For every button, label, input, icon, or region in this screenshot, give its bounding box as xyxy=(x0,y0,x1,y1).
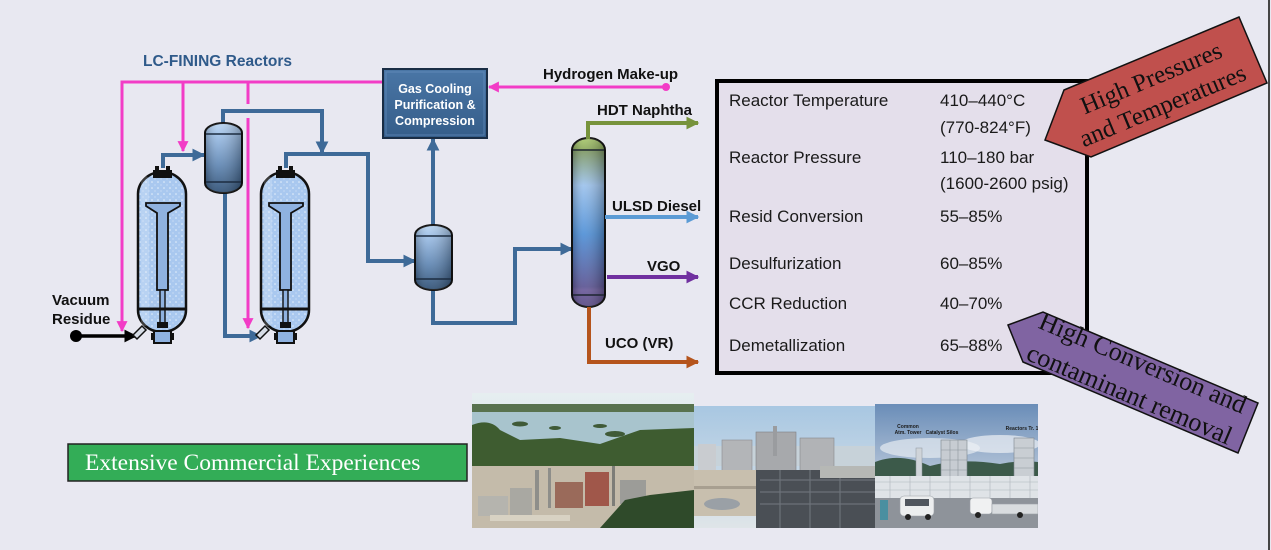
process-flow-diagram: LC-FINING Reactors Hydrogen Make-up Vacu… xyxy=(52,53,701,369)
photo-label-reactors: Reactors Tr. 1 xyxy=(1006,426,1039,432)
banner-text: Extensive Commercial Experiences xyxy=(85,450,420,476)
row-parameter: Reactor Pressure xyxy=(729,148,861,167)
fractionation-column xyxy=(571,137,606,308)
table-row: Desulfurization 60–85% xyxy=(729,254,1002,273)
row-parameter: Desulfurization xyxy=(729,254,841,273)
separator-2-liquid-line xyxy=(431,242,574,325)
plant-photo-3: Common Atm. Tower Catalyst Silos Reactor… xyxy=(875,404,1039,528)
vgo-label: VGO xyxy=(647,258,681,275)
plant-photo-1 xyxy=(472,393,694,528)
hdt-naphtha-line xyxy=(586,116,700,139)
table-row: Resid Conversion 55–85% xyxy=(729,207,1002,226)
separator-vessel-2 xyxy=(414,224,453,291)
gas-unit-label-line3: Compression xyxy=(395,114,475,128)
row-value-note: (770-824°F) xyxy=(940,118,1031,137)
row-parameter: Resid Conversion xyxy=(729,207,863,226)
row-value: 60–85% xyxy=(940,254,1002,273)
row-value: 55–85% xyxy=(940,207,1002,226)
vacuum-residue-label-line2: Residue xyxy=(52,311,110,328)
row-parameter: Reactor Temperature xyxy=(729,91,888,110)
row-value: 65–88% xyxy=(940,336,1002,355)
row-value: 40–70% xyxy=(940,294,1002,313)
gas-cooling-purification-compression-unit: Gas Cooling Purification & Compression xyxy=(382,68,488,139)
reactor-2-outlet-line xyxy=(284,152,417,268)
hydrogen-makeup-label: Hydrogen Make-up xyxy=(543,66,678,83)
photo-label-common-line2: Atm. Tower xyxy=(895,430,922,436)
ulsd-diesel-label: ULSD Diesel xyxy=(612,198,701,215)
reactor-1-outlet-line xyxy=(161,148,206,168)
gas-unit-label-line1: Gas Cooling xyxy=(398,82,472,96)
row-value: 410–440°C xyxy=(940,91,1025,110)
separator-1-vapor-line xyxy=(221,109,329,155)
hydrogen-makeup-source-dot xyxy=(662,83,670,91)
lc-fining-reactor-1 xyxy=(131,164,188,345)
vacuum-residue-label-line1: Vacuum xyxy=(52,292,110,309)
table-row: CCR Reduction 40–70% xyxy=(729,294,1002,313)
row-value-note: (1600-2600 psig) xyxy=(940,174,1069,193)
gas-unit-label-line2: Purification & xyxy=(394,98,475,112)
plant-photo-2 xyxy=(694,406,875,528)
reactors-title: LC-FINING Reactors xyxy=(143,53,292,70)
separator-vessel-1 xyxy=(204,122,243,194)
hdt-naphtha-label: HDT Naphtha xyxy=(597,102,693,119)
photo-label-common-line1: Common xyxy=(897,424,919,430)
table-row: Reactor Temperature 410–440°C (770-824°F… xyxy=(729,91,1031,137)
callout-arrow-shape xyxy=(1044,16,1268,158)
hydrogen-header-line xyxy=(116,80,383,333)
table-row: Reactor Pressure 110–180 bar (1600-2600 … xyxy=(729,148,1069,193)
row-parameter: Demetallization xyxy=(729,336,845,355)
vacuum-residue-feed-dot xyxy=(70,330,82,342)
row-value: 110–180 bar xyxy=(940,148,1035,167)
commercial-experience-banner: Extensive Commercial Experiences xyxy=(67,443,468,482)
row-parameter: CCR Reduction xyxy=(729,294,847,313)
lc-fining-reactor-2 xyxy=(254,164,311,345)
slide-right-edge xyxy=(1268,0,1270,550)
callout-arrow-shape xyxy=(1007,311,1259,454)
table-row: Demetallization 65–88% xyxy=(729,336,1002,355)
separator-1-liquid-line xyxy=(223,192,263,343)
uco-label: UCO (VR) xyxy=(605,335,673,352)
photo-label-catalyst-silos: Catalyst Silos xyxy=(926,430,959,436)
uco-line xyxy=(587,307,700,369)
